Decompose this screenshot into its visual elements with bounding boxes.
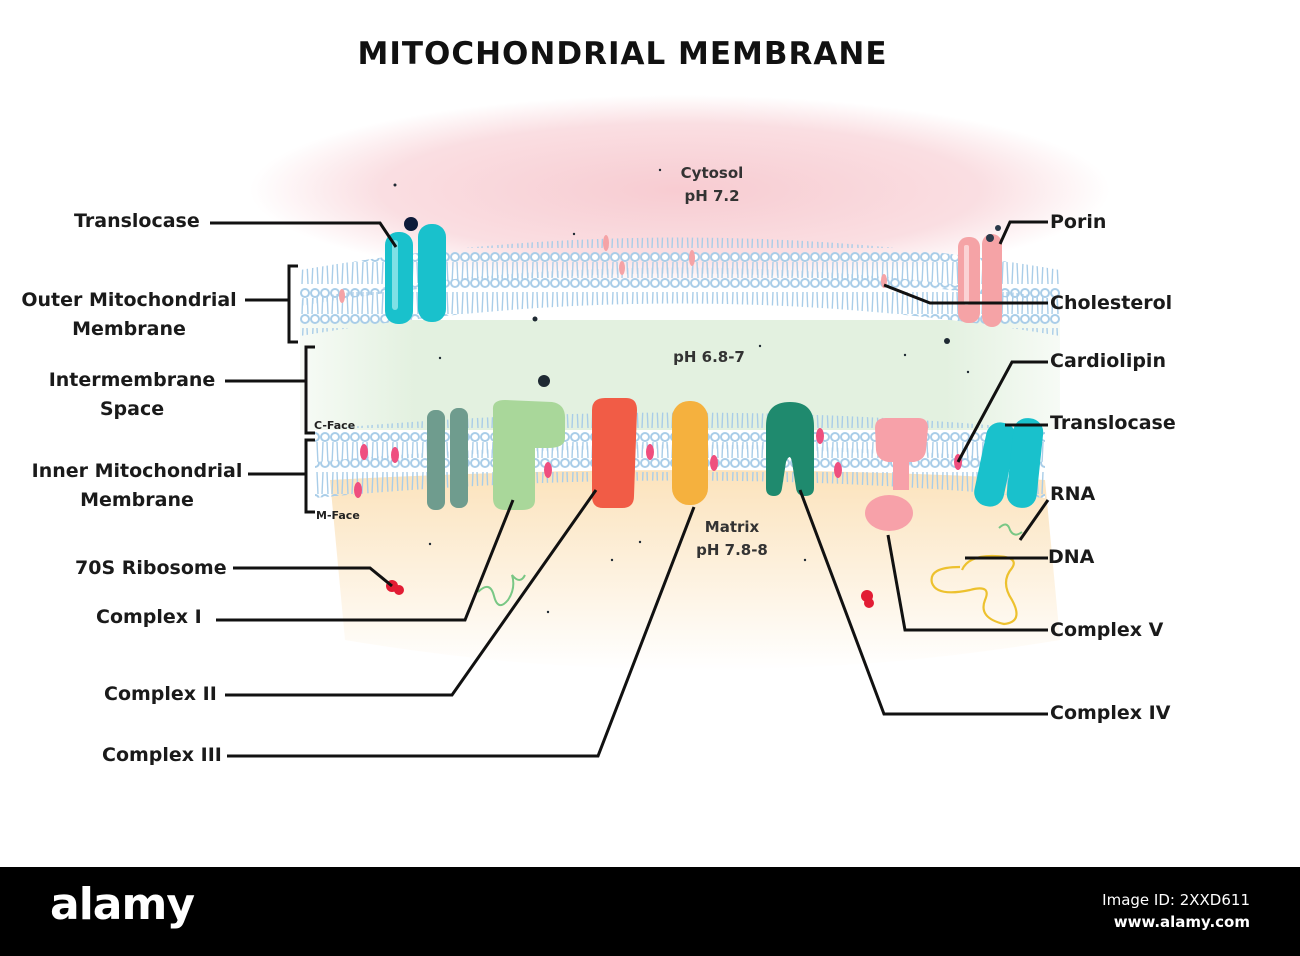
label-translocase-inner: Translocase bbox=[1050, 412, 1176, 434]
label-inner-membrane-line1: Inner Mitochondrial bbox=[31, 460, 243, 482]
complex-v bbox=[865, 418, 928, 531]
image-id-block: Image ID: 2XXD611 www.alamy.com bbox=[1102, 889, 1250, 933]
label-complex-ii: Complex II bbox=[104, 683, 217, 705]
alamy-logo: alamy bbox=[50, 879, 195, 930]
complex-ii bbox=[592, 398, 637, 508]
label-intermembrane-line1: Intermembrane bbox=[48, 369, 216, 391]
cholesterol-molecules bbox=[339, 235, 887, 303]
cytosol-region bbox=[250, 95, 1110, 285]
stock-footer-bar: alamy Image ID: 2XXD611 www.alamy.com bbox=[0, 867, 1300, 956]
intermembrane-ph-label: pH 6.8-7 bbox=[673, 348, 745, 366]
mitochondrial-membrane-diagram bbox=[210, 95, 1110, 758]
cytosol-ph: pH 7.2 bbox=[684, 187, 740, 205]
label-outer-membrane: Outer Mitochondrial Membrane bbox=[16, 286, 242, 344]
complex-i bbox=[427, 400, 566, 510]
label-complex-i: Complex I bbox=[96, 606, 202, 628]
label-cholesterol: Cholesterol bbox=[1050, 292, 1173, 314]
label-cardiolipin: Cardiolipin bbox=[1050, 350, 1166, 372]
label-inner-membrane-line2: Membrane bbox=[80, 489, 194, 511]
site-url: www.alamy.com bbox=[1113, 913, 1250, 931]
matrix-ph: pH 7.8-8 bbox=[696, 541, 768, 559]
label-outer-membrane-line2: Membrane bbox=[72, 318, 186, 340]
label-translocase-outer: Translocase bbox=[74, 210, 200, 232]
outer-membrane bbox=[300, 237, 1060, 336]
scattered-particles bbox=[393, 168, 970, 614]
matrix-name: Matrix bbox=[704, 518, 760, 536]
image-id: Image ID: 2XXD611 bbox=[1102, 891, 1250, 909]
rna-strands bbox=[477, 523, 1023, 607]
cytosol-label: Cytosol pH 7.2 bbox=[660, 162, 764, 208]
outer-translocase bbox=[385, 217, 446, 324]
label-complex-v: Complex V bbox=[1050, 619, 1164, 641]
label-intermembrane-line2: Space bbox=[99, 398, 165, 420]
complex-iii bbox=[672, 401, 708, 505]
complex-iv bbox=[766, 402, 814, 496]
label-intermembrane-space: Intermembrane Space bbox=[46, 366, 218, 424]
label-outer-membrane-line1: Outer Mitochondrial bbox=[21, 289, 237, 311]
label-porin: Porin bbox=[1050, 211, 1107, 233]
label-inner-membrane: Inner Mitochondrial Membrane bbox=[26, 457, 248, 515]
cytosol-name: Cytosol bbox=[680, 164, 744, 182]
m-face-label: M-Face bbox=[316, 509, 360, 522]
label-dna: DNA bbox=[1048, 546, 1095, 568]
c-face-label: C-Face bbox=[314, 419, 356, 432]
label-70s-ribosome: 70S Ribosome bbox=[75, 557, 227, 579]
inner-translocase bbox=[974, 418, 1044, 508]
leader-lines bbox=[210, 220, 1050, 758]
label-rna: RNA bbox=[1050, 483, 1096, 505]
page-title: MITOCHONDRIAL MEMBRANE bbox=[357, 36, 888, 72]
label-complex-iii: Complex III bbox=[102, 744, 222, 766]
label-complex-iv: Complex IV bbox=[1050, 702, 1171, 724]
matrix-label: Matrix pH 7.8-8 bbox=[680, 516, 784, 562]
